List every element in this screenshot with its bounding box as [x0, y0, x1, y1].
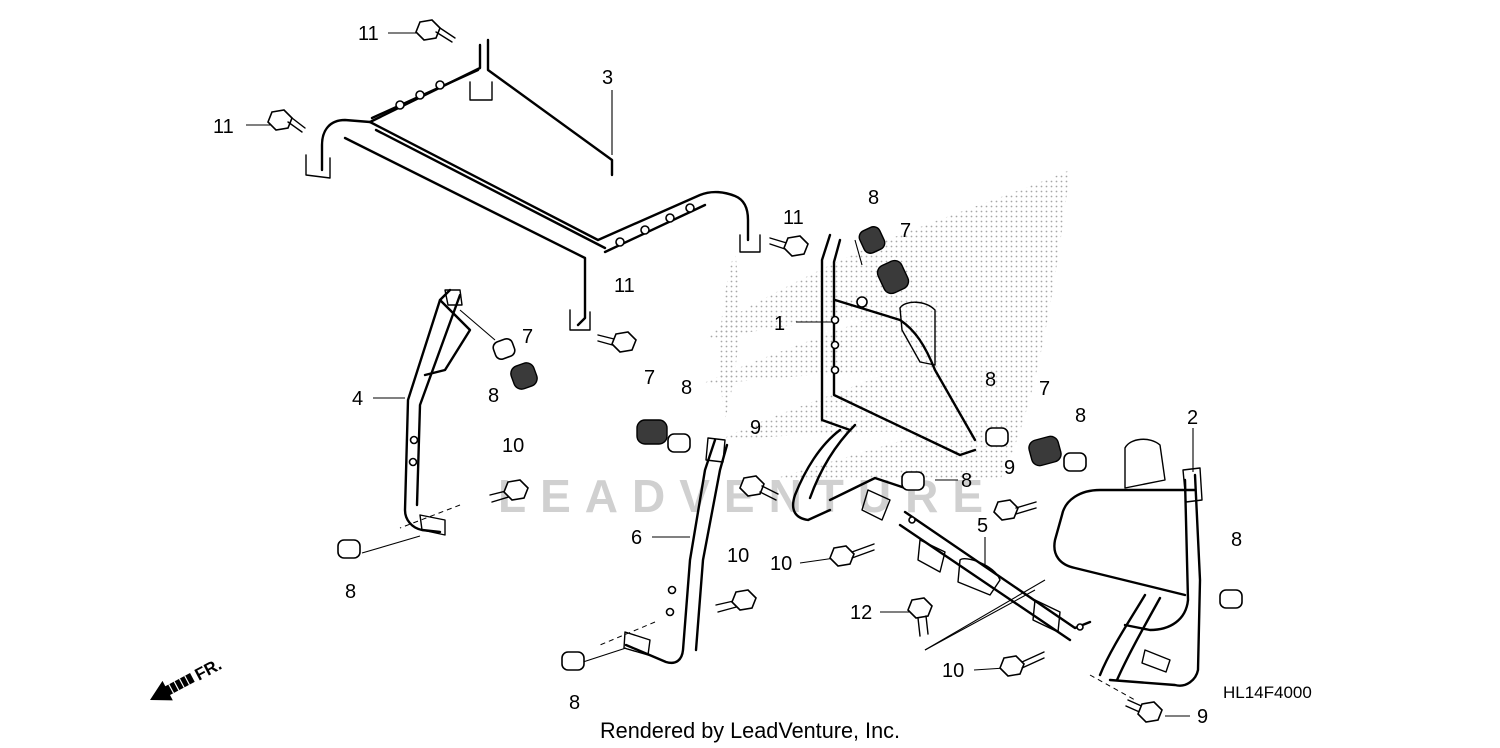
collar-7-top	[876, 259, 910, 295]
callout-8-left: 8	[488, 385, 499, 407]
nut-8-bottom-left	[337, 539, 361, 559]
callout-1: 1	[774, 313, 785, 335]
callout-11-top: 11	[358, 23, 379, 45]
bolt-10-center	[715, 589, 757, 613]
callout-8-right-upper: 8	[985, 369, 996, 391]
bolt-11-top	[415, 19, 456, 43]
callout-8-center: 8	[681, 377, 692, 399]
upper-roll-bar-frame	[305, 38, 761, 331]
callout-5: 5	[977, 515, 988, 537]
right-front-pillar	[623, 437, 729, 664]
bolt-10-cross-left	[829, 543, 875, 567]
nut-8-right	[1063, 452, 1087, 472]
callout-9-center: 9	[750, 417, 761, 439]
nut-8-cross	[901, 471, 925, 491]
left-front-pillar	[403, 288, 472, 536]
callout-11-center: 11	[783, 207, 804, 229]
wing-logo-watermark	[700, 170, 1070, 480]
collar-7-center	[636, 419, 668, 445]
bolt-10-left	[489, 479, 529, 503]
callout-7-right: 7	[1039, 378, 1050, 400]
callout-8-cross: 8	[961, 470, 972, 492]
callout-10-cross-left: 10	[770, 553, 792, 575]
callout-8-far-right: 8	[1231, 529, 1242, 551]
bolt-9-center	[739, 475, 779, 501]
lower-cross-member	[898, 510, 1092, 642]
nut-8-bottom-center	[561, 651, 585, 671]
collar-7-right	[1028, 435, 1062, 467]
rear-right-side-frame	[1053, 438, 1203, 687]
nut-8-right-upper	[985, 427, 1009, 447]
hardware-bolts	[267, 19, 1163, 723]
callout-6: 6	[631, 527, 642, 549]
callout-2: 2	[1187, 407, 1198, 429]
callout-8-right: 8	[1075, 405, 1086, 427]
nut-8-left	[492, 338, 516, 360]
callout-11-lower: 11	[614, 275, 635, 297]
hardware-collars-nuts	[337, 226, 1243, 671]
nut-8-far-right	[1219, 589, 1243, 609]
bolt-9-bottom	[1125, 699, 1163, 723]
direction-label: FR.	[192, 655, 225, 685]
callout-7-left: 7	[522, 326, 533, 348]
callout-10-cross-right: 10	[942, 660, 964, 682]
upper-frame-mount-tabs	[395, 80, 695, 247]
callout-10-left: 10	[502, 435, 524, 457]
nut-8-center	[667, 433, 691, 453]
callout-10-center: 10	[727, 545, 749, 567]
leader-lines	[246, 32, 1194, 717]
diagram-code: HL14F4000	[1223, 683, 1312, 702]
callout-8-top: 8	[868, 187, 879, 209]
front-direction-arrow-icon: FR.	[150, 655, 225, 701]
callout-9-bottom: 9	[1197, 706, 1208, 728]
render-credit: Rendered by LeadVenture, Inc.	[600, 718, 900, 743]
bolt-10-cross-right	[999, 651, 1045, 677]
callout-7-center: 7	[644, 367, 655, 389]
callout-11-left: 11	[213, 116, 234, 138]
callout-3: 3	[602, 67, 613, 89]
callout-8-bottom-left: 8	[345, 581, 356, 603]
callout-7-top: 7	[900, 220, 911, 242]
callout-12: 12	[850, 602, 872, 624]
nut-8-top	[858, 226, 886, 254]
callout-9-right: 9	[1004, 457, 1015, 479]
bolt-11-lower	[597, 331, 637, 353]
rear-left-side-frame	[791, 233, 977, 522]
bolt-9-right	[993, 499, 1037, 521]
callout-4: 4	[352, 388, 363, 410]
bolt-12	[907, 597, 933, 637]
hidden-lines	[399, 504, 1136, 701]
callout-labels: 1 2 3 4 5 6 7 7 7 7 8 8 8 8 8 8 8 8 8 9 …	[213, 23, 1242, 728]
collar-7-left	[510, 362, 538, 390]
callout-8-bottom-center: 8	[569, 692, 580, 714]
bolt-11-center	[769, 235, 809, 257]
bolt-11-left	[267, 109, 306, 133]
